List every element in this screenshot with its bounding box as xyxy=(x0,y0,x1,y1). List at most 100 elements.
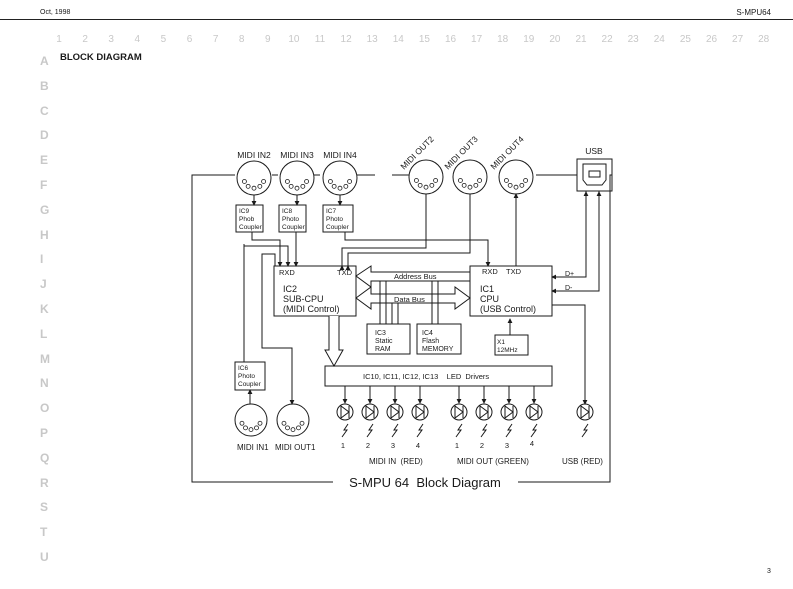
grid-row-N: N xyxy=(40,376,49,391)
led-drivers-label: IC10, IC11, IC12, IC13 LED Drivers xyxy=(363,372,489,381)
ic1-txd-label: TXD xyxy=(506,267,522,276)
usb-dplus-label: D+ xyxy=(565,271,574,278)
grid-row-R: R xyxy=(40,475,49,490)
din-pin xyxy=(523,178,528,183)
grid-column-24: 24 xyxy=(653,34,665,45)
midi-in4-label: MIDI IN4 xyxy=(323,150,357,160)
led-number: 2 xyxy=(480,441,484,450)
din-pin xyxy=(257,183,263,189)
din-pin xyxy=(519,182,525,188)
din-pin xyxy=(294,185,300,191)
header-date: Oct, 1998 xyxy=(40,9,71,16)
din-pin xyxy=(248,427,254,433)
grid-column-25: 25 xyxy=(679,34,691,45)
led-group-midi-out-label: MIDI OUT (GREEN) xyxy=(457,457,529,466)
din-pin xyxy=(257,420,263,426)
din-pin xyxy=(337,185,343,191)
ic2-txd-label: TXD xyxy=(337,268,353,277)
ic4-flash-memory-box xyxy=(416,323,462,355)
grid-column-6: 6 xyxy=(186,34,193,45)
midi-out2-label: MIDI OUT2 xyxy=(398,134,436,172)
ic3-name: IC3 xyxy=(375,330,386,337)
grid-row-U: U xyxy=(40,550,49,564)
din-pin xyxy=(239,420,245,426)
ic4-mem: MEMORY xyxy=(422,346,454,353)
midi-in1-label: MIDI IN1 xyxy=(237,443,269,452)
ic9-label: IC9 Phob Coupler xyxy=(239,208,263,231)
din-pin xyxy=(285,425,290,431)
ic2-sub-cpu-box xyxy=(273,265,357,317)
din-pin xyxy=(251,185,257,191)
grid-column-10: 10 xyxy=(288,34,300,45)
grid-column-18: 18 xyxy=(497,34,509,45)
svg-text:Coupler: Coupler xyxy=(326,224,350,231)
grid-row-T: T xyxy=(40,525,48,540)
din-pin xyxy=(423,184,429,190)
din-pin xyxy=(417,182,423,188)
din-pin xyxy=(504,178,509,183)
svg-text:Phob: Phob xyxy=(239,216,255,223)
grid-column-14: 14 xyxy=(392,34,404,45)
x1-freq: 12MHz xyxy=(497,347,518,354)
led-number: 3 xyxy=(505,441,509,450)
grid-row-K: K xyxy=(40,302,49,316)
svg-text:IC8: IC8 xyxy=(282,208,293,215)
din-pin xyxy=(328,179,333,184)
address-bus-label: Address Bus xyxy=(394,272,437,281)
led-midi-out-3 xyxy=(500,386,518,438)
din-pin xyxy=(300,183,306,189)
grid-row-L: L xyxy=(40,326,48,341)
din-pin xyxy=(467,184,473,190)
grid-row-C: C xyxy=(40,103,49,118)
ic1-name: IC1 xyxy=(480,284,494,294)
grid-row-Q: Q xyxy=(40,450,50,465)
din-pin xyxy=(433,178,438,183)
din-pin xyxy=(296,425,301,431)
led-midi-in-3 xyxy=(386,386,404,438)
outer-frame xyxy=(191,174,612,483)
led-midi-out-2 xyxy=(475,386,493,438)
ic3-bus-drops xyxy=(379,281,399,324)
ic8-label: IC8 Photo Coupler xyxy=(282,208,306,231)
grid-column-13: 13 xyxy=(366,34,378,45)
ic4-bus-drops xyxy=(431,281,439,324)
din-pin xyxy=(242,179,247,184)
midi-in3-label: MIDI IN3 xyxy=(280,150,314,160)
svg-text:Coupler: Coupler xyxy=(239,224,263,231)
din-pin xyxy=(299,420,305,426)
grid-column-19: 19 xyxy=(523,34,535,45)
ic2-desc: (MIDI Control) xyxy=(283,304,340,314)
led-midi-in-2 xyxy=(361,386,379,438)
ic2-role: SUB-CPU xyxy=(283,294,324,304)
din-pin xyxy=(513,184,519,190)
led-midi-out-1 xyxy=(450,386,468,438)
x1-name: X1 xyxy=(497,339,505,346)
din-pin xyxy=(343,183,349,189)
usb-connector xyxy=(576,158,613,192)
svg-text:Photo: Photo xyxy=(326,216,343,223)
din-pin xyxy=(458,178,463,183)
din-pin xyxy=(347,179,352,184)
led-number: 2 xyxy=(366,441,370,450)
grid-column-21: 21 xyxy=(575,34,587,45)
midi-out3-label: MIDI OUT3 xyxy=(442,134,480,172)
ic2-rxd-label: RXD xyxy=(279,268,295,277)
grid-column-1: 1 xyxy=(56,34,62,45)
grid-row-S: S xyxy=(40,500,49,515)
midi-out1-label: MIDI OUT1 xyxy=(275,443,316,452)
din-pin xyxy=(290,427,296,433)
led-group-usb-label: USB (RED) xyxy=(562,457,603,466)
din-pin xyxy=(245,183,251,189)
ic3-mem: RAM xyxy=(375,346,391,353)
grid-row-J: J xyxy=(40,277,47,292)
ic1-desc: (USB Control) xyxy=(480,304,536,314)
grid-column-22: 22 xyxy=(601,34,613,45)
grid-row-A: A xyxy=(40,54,49,68)
led-number: 4 xyxy=(416,441,420,450)
svg-text:IC9: IC9 xyxy=(239,208,250,215)
midi-in1-connector xyxy=(234,403,268,437)
grid-row-B: B xyxy=(40,78,49,93)
svg-text:Coupler: Coupler xyxy=(238,381,262,388)
grid-column-7: 7 xyxy=(212,34,219,45)
